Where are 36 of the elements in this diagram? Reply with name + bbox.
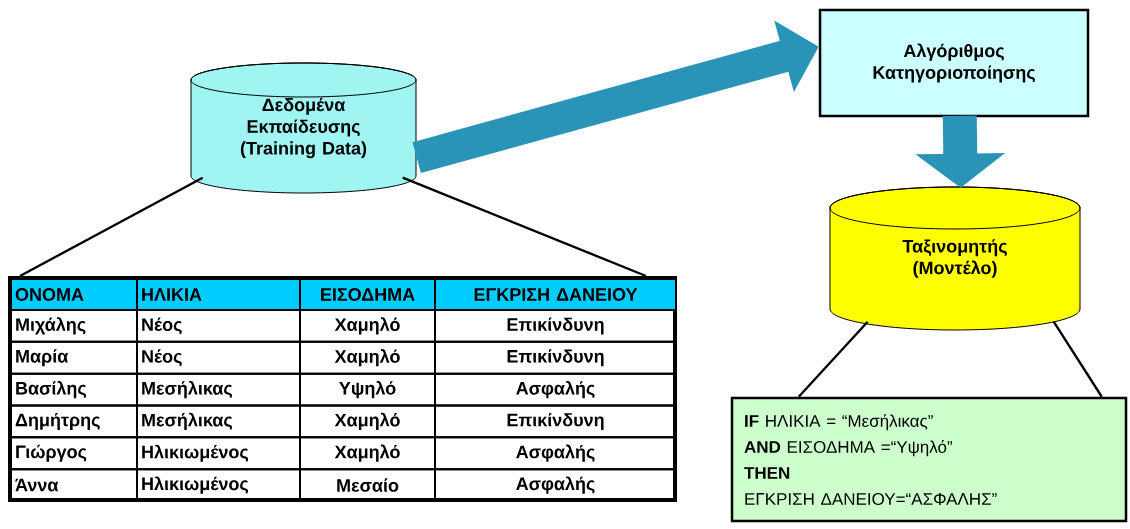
table-cell: Άννα [10,468,138,502]
database-cylinder: Ταξινομητής (Μοντέλο) [829,186,1081,331]
table-cell: Μαρία [10,340,138,375]
table-cell: Νέος [136,309,301,343]
process-box: Αλγόριθμος Κατηγοριοποίησης [818,8,1090,118]
table-cell: Μεσαίο [299,468,436,502]
table-cell: Βασίλης [10,372,138,407]
data-table [8,276,677,502]
table-cell: Χαμηλό [299,436,436,471]
table-cell: Χαμηλό [299,340,436,375]
table-cell: Ηλικιωμένος [136,436,301,471]
connector-line [19,176,204,278]
connector-line [402,176,647,278]
connector-line [1052,321,1103,398]
table-cell: Επικίνδυνη [434,309,677,343]
table-cell: Ασφαλής [434,372,677,407]
table-cell: Χαμηλό [299,404,436,439]
table-cell: Χαμηλό [299,309,436,343]
table-cell: Υψηλό [299,372,436,407]
table-cell: Ασφαλής [434,436,677,471]
table-header-cell: ΗΛΙΚΙΑ [136,278,301,311]
database-cylinder: Δεδομένα Εκπαίδευσης (Training Data) [190,62,417,194]
table-cell: Δημήτρης [10,404,138,439]
table-cell: Επικίνδυνη [434,340,677,375]
connector-line [797,320,869,398]
table-header-cell: ΕΙΣΟΔΗΜΑ [299,278,436,311]
table-cell: Μεσήλικας [136,372,301,407]
table-cell: Ηλικιωμένος [136,468,301,502]
table-cell: Μιχάλης [10,309,138,343]
table-cell: Επικίνδυνη [434,404,677,439]
table-cell: Ασφαλής [434,468,677,502]
table-cell: Νέος [136,340,301,375]
table-header-cell: ΕΓΚΡΙΣΗ ΔΑΝΕΙΟΥ [434,278,677,311]
table-cell: Μεσήλικας [136,404,301,439]
table-header-cell: ΟΝΟΜΑ [10,278,138,311]
table-cell: Γιώργος [10,436,138,471]
